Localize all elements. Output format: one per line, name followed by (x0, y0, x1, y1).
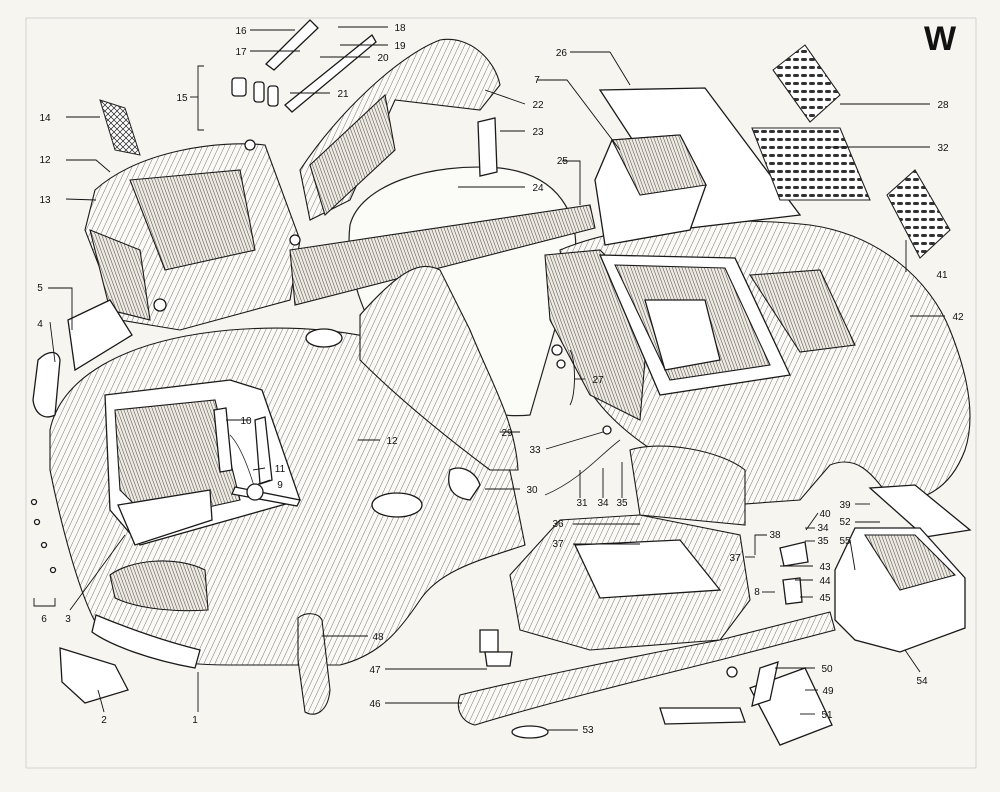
callout-34-right: 34 (817, 523, 829, 534)
callout-51: 51 (821, 710, 833, 721)
callout-23: 23 (532, 127, 544, 138)
callout-54: 54 (916, 676, 928, 687)
callout-27: 27 (592, 375, 604, 386)
louvre-32 (751, 127, 871, 201)
callout-22: 22 (532, 100, 544, 111)
callout-13: 13 (39, 195, 51, 206)
callout-21: 21 (337, 89, 349, 100)
headlight-cover-5 (67, 299, 133, 372)
callout-6: 6 (41, 614, 47, 625)
door-inner-29 (359, 266, 519, 471)
callout-12-top: 12 (39, 155, 51, 166)
panel-39 (868, 484, 972, 538)
lower-panel-2 (59, 647, 129, 704)
callout-14: 14 (39, 113, 51, 124)
callout-5: 5 (37, 283, 43, 294)
jack-handle (659, 707, 746, 725)
callout-4: 4 (37, 319, 43, 330)
callout-30: 30 (526, 485, 538, 496)
callout-49: 49 (822, 686, 834, 697)
fastener-12 (244, 139, 256, 151)
callout-37-right: 37 (729, 553, 741, 564)
callout-37-left: 37 (552, 539, 564, 550)
callout-29: 29 (501, 428, 513, 439)
callout-42: 42 (952, 312, 964, 323)
louvre-28 (772, 44, 841, 123)
callout-labels: 1 2 3 4 5 6 7 8 9 10 11 12 12 13 14 15 1… (37, 23, 964, 736)
callout-8: 8 (754, 587, 760, 598)
callout-38: 38 (769, 530, 781, 541)
callout-1: 1 (192, 715, 198, 726)
callout-12-door: 12 (386, 436, 398, 447)
callout-35-right: 35 (817, 536, 829, 547)
panel-48 (297, 613, 331, 715)
callout-20: 20 (377, 53, 389, 64)
callout-28: 28 (937, 100, 949, 111)
callout-52: 52 (839, 517, 851, 528)
logo-text: W (924, 20, 957, 58)
callout-16: 16 (235, 26, 247, 37)
page-frame (25, 17, 977, 769)
callout-55: 55 (839, 536, 851, 547)
callout-33: 33 (529, 445, 541, 456)
callout-40: 40 (819, 509, 831, 520)
front-clip (84, 139, 301, 331)
callout-9: 9 (277, 480, 283, 491)
callout-18: 18 (394, 23, 406, 34)
front-body-shell (49, 327, 526, 669)
callout-31: 31 (576, 498, 588, 509)
callout-46: 46 (369, 699, 381, 710)
callout-25: 25 (557, 156, 569, 167)
callout-7: 7 (534, 75, 540, 86)
leader-lines (48, 26, 945, 731)
callout-50: 50 (821, 664, 833, 675)
callout-19: 19 (394, 41, 406, 52)
callout-43: 43 (819, 562, 831, 573)
callout-3: 3 (65, 614, 71, 625)
rear-body-shell (544, 220, 971, 506)
small-hardware (30, 19, 809, 739)
front-mesh-grille (99, 99, 141, 156)
callout-39: 39 (839, 500, 851, 511)
callout-36: 36 (552, 519, 564, 530)
callout-45: 45 (819, 593, 831, 604)
callout-48: 48 (372, 632, 384, 643)
callout-10: 10 (240, 416, 252, 427)
callout-47: 47 (369, 665, 381, 676)
callout-34-bottom: 34 (597, 498, 609, 509)
callout-24: 24 (532, 183, 544, 194)
rear-arch-panel (629, 445, 746, 526)
callout-11: 11 (275, 464, 286, 475)
callout-41: 41 (936, 270, 948, 281)
callout-26: 26 (556, 48, 568, 59)
callout-32: 32 (937, 143, 949, 154)
callout-35-bottom: 35 (616, 498, 628, 509)
louvre-41 (886, 169, 951, 259)
light-lens-4 (32, 351, 61, 418)
roof-door-panel (299, 38, 501, 221)
callout-53: 53 (582, 725, 594, 736)
sill-46 (457, 611, 836, 726)
callout-17: 17 (235, 47, 247, 58)
callout-15: 15 (176, 93, 188, 104)
sill-strip (289, 204, 596, 306)
callout-44: 44 (819, 576, 831, 587)
callout-2: 2 (101, 715, 107, 726)
seat-harness (213, 407, 301, 507)
